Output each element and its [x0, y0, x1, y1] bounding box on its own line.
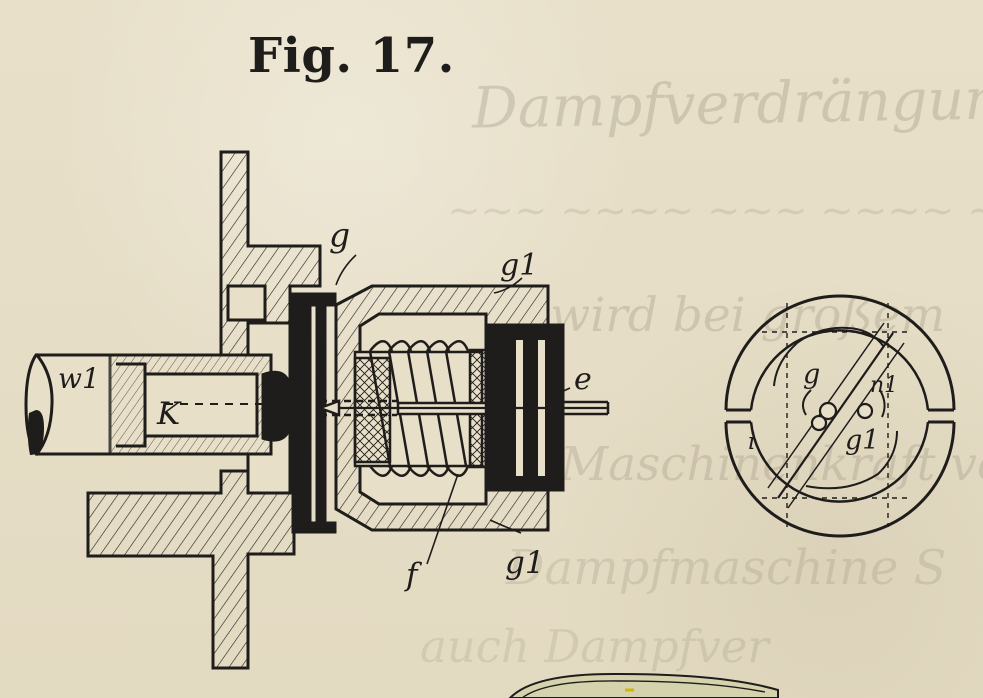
- cross-section: [724, 294, 956, 538]
- label-g: g: [329, 215, 350, 254]
- label-side-i: i: [748, 429, 755, 455]
- label-w1: w1: [58, 362, 100, 395]
- label-k: K: [156, 396, 182, 432]
- show-through-text: auch Dampfver: [420, 620, 769, 673]
- figure-title: Fig. 17.: [248, 28, 455, 84]
- label-side-g: g: [803, 359, 820, 390]
- label-g1-top: g1: [500, 248, 538, 283]
- figure-labels: g g1 w1 K e f g1 g n1 i g1: [58, 215, 898, 593]
- show-through-text: ~~~ ~~~~ ~~~ ~~~~ ~~~~: [447, 188, 983, 234]
- shaft: [24, 353, 273, 456]
- show-through-text: Dampfmaschine S: [506, 540, 947, 596]
- label-g1-bottom: g1: [505, 545, 545, 581]
- show-through-text: wird bei großem: [550, 288, 946, 343]
- partial-figure-bottom: [508, 672, 779, 698]
- leader-lines: [335, 254, 571, 565]
- spring-assembly: [316, 340, 610, 477]
- label-side-n1: n1: [870, 373, 898, 398]
- label-e: e: [574, 362, 592, 397]
- label-side-g1: g1: [845, 425, 879, 456]
- label-f: f: [404, 557, 423, 593]
